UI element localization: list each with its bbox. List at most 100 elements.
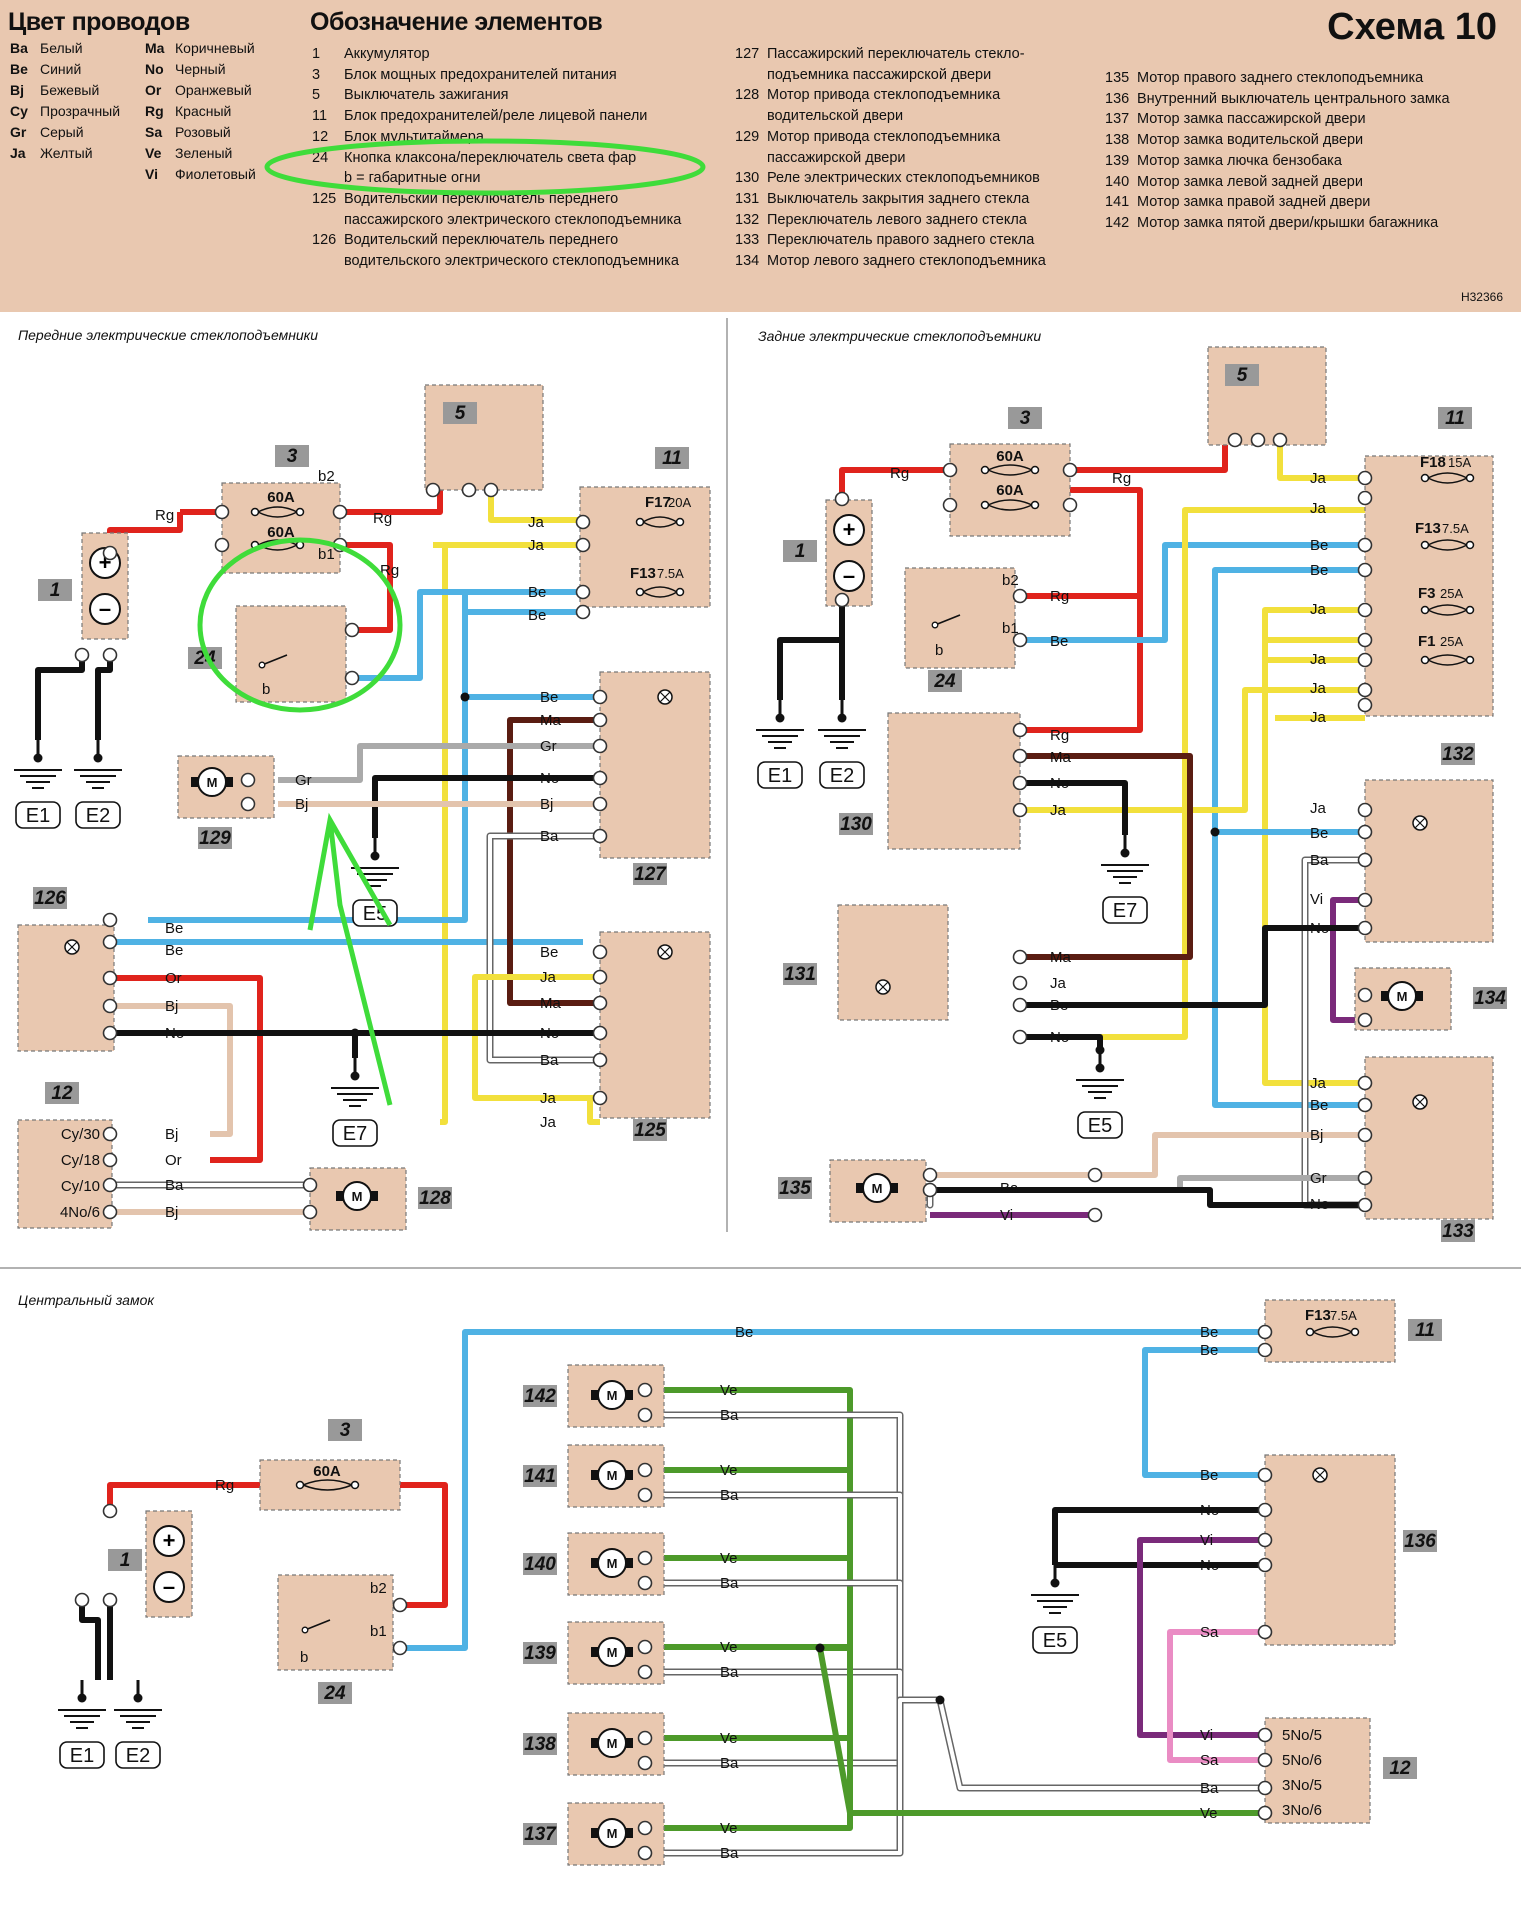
ground-label-box — [115, 1741, 161, 1769]
fuse-terminal — [350, 1480, 360, 1490]
fuse-f17-label: F17 — [645, 494, 671, 511]
wire-bj — [110, 1003, 233, 1137]
ground-label-box — [1077, 1111, 1123, 1139]
connector-pin — [1257, 1532, 1273, 1548]
wire-label: Ba — [720, 1407, 739, 1424]
wire-ba — [645, 1579, 940, 1704]
connector-pin — [942, 462, 958, 478]
connector-pin — [1357, 1197, 1373, 1213]
connector-pin — [240, 772, 256, 788]
wire-label: Be — [1310, 1097, 1328, 1114]
wire-label: Rg — [1050, 588, 1069, 605]
wire-color-code: Ba — [10, 40, 28, 56]
num-11-lock: 11 — [1415, 1320, 1435, 1341]
num-24-rear: 24 — [933, 671, 956, 692]
connector-pin — [102, 1503, 118, 1519]
connector-pin — [1357, 1097, 1373, 1113]
motor-shaft — [336, 1191, 343, 1201]
motor-shaft — [226, 777, 233, 787]
component-number-bg — [108, 1549, 142, 1571]
wire-ja — [433, 542, 448, 1125]
connector-pin — [1357, 697, 1373, 713]
connector-pin — [1062, 462, 1078, 478]
switch-132-box — [1364, 779, 1494, 943]
wire-label: Vi — [1200, 1532, 1213, 1549]
legend-text: подъемника пассажирской двери — [767, 66, 992, 83]
wire-color-code: Rg — [145, 103, 164, 119]
component-number-bg — [1441, 1220, 1475, 1242]
wire-bj — [930, 1132, 1365, 1178]
legend-number: 127 — [735, 46, 760, 62]
wire-label: Gr — [295, 772, 312, 789]
wire-label: Ve — [720, 1730, 738, 1747]
wire-label: Be — [528, 584, 546, 601]
motor-shaft — [591, 1470, 598, 1480]
connector-pin — [1257, 1324, 1273, 1340]
ground-dot — [370, 851, 380, 861]
connector-pin — [392, 1597, 408, 1613]
wire-label: Vi — [1200, 1727, 1213, 1744]
wire-label: Be — [528, 607, 546, 624]
legend-text: Выключатель зажигания — [344, 87, 509, 104]
component-number-bg — [1383, 1757, 1417, 1779]
connector-pin — [1357, 824, 1373, 840]
num-3-lock: 3 — [340, 1420, 351, 1441]
wire-label: Rg — [380, 562, 399, 579]
ground-e7-front: E7 — [343, 1123, 367, 1145]
wire-color-name: Серый — [40, 124, 84, 140]
connector-pin — [1257, 1624, 1273, 1640]
connector-pin — [461, 482, 477, 498]
motor-shaft — [626, 1738, 633, 1748]
connector-pin — [575, 584, 591, 600]
fuse-f18-label: F18 — [1420, 454, 1446, 471]
relay-130-box — [887, 712, 1021, 850]
connector-pin — [102, 934, 118, 950]
legend-number: 131 — [735, 190, 760, 207]
motor-letter: M — [352, 1189, 363, 1204]
connector-pin — [483, 482, 499, 498]
num-12-lock: 12 — [1389, 1758, 1411, 1779]
legend-text: Мотор правого заднего стеклоподъемника — [1137, 70, 1424, 86]
wire-label: Sa — [1200, 1752, 1219, 1769]
wire-color-code: Be — [10, 61, 28, 77]
motor-letter: M — [607, 1736, 618, 1751]
wire-color-name: Фиолетовый — [175, 166, 256, 182]
wire-label: No — [1050, 775, 1069, 792]
legend-text: водительского электрического стеклоподъе… — [344, 253, 679, 270]
wire-ve — [645, 1555, 853, 1651]
wire-label: Bj — [165, 1126, 178, 1143]
wire-label: Vi — [1000, 1207, 1013, 1224]
ground-dot — [1120, 848, 1130, 858]
motor-letter: M — [607, 1468, 618, 1483]
motor-shaft — [591, 1390, 598, 1400]
component-number-bg — [418, 1187, 452, 1209]
wire-label: Ve — [720, 1820, 738, 1837]
connector-pin — [302, 1204, 318, 1220]
ground-e2-front: E2 — [86, 805, 110, 827]
num-5-front: 5 — [455, 403, 466, 424]
num-1-front: 1 — [50, 580, 61, 601]
connector-pin — [1257, 1342, 1273, 1358]
wire-label: Be — [165, 942, 183, 959]
wire-color-name: Прозрачный — [40, 103, 121, 119]
legend-number: 136 — [1105, 90, 1130, 107]
ground-e5-rear: E5 — [1088, 1115, 1112, 1137]
wire-color-item: Gr Серый — [10, 122, 120, 143]
wire-label: Ma — [1050, 949, 1071, 966]
ground-dot — [837, 713, 847, 723]
wire-no — [372, 775, 600, 838]
fuse-symbol — [1427, 654, 1468, 666]
connector-pin — [1012, 975, 1028, 991]
connector-pin — [1250, 432, 1266, 448]
connector-pin — [425, 482, 441, 498]
fuse-symbol — [987, 464, 1033, 476]
wire-color-code: Gr — [10, 124, 27, 140]
legend-item: пассажирского электрического стеклоподъе… — [312, 210, 681, 231]
wire-label: Rg — [215, 1477, 234, 1494]
battery-minus-sign: – — [99, 596, 111, 621]
component-number-bg — [928, 670, 962, 692]
component-number-bg — [33, 887, 67, 909]
wire-label: Be — [1200, 1342, 1218, 1359]
